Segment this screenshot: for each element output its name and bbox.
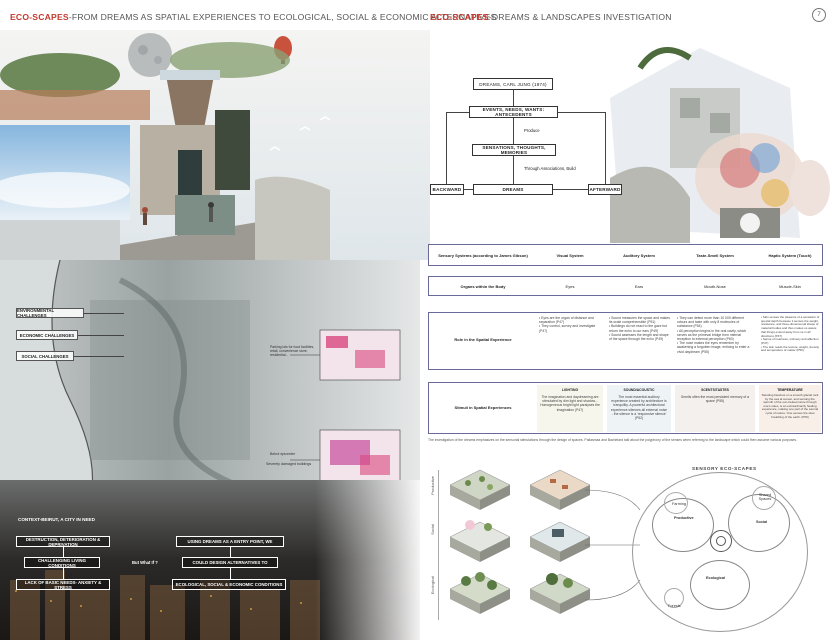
table-footnote: The investigation of the dreams emphasiz… [428,438,798,442]
circle-farming [664,492,688,514]
left-page-title: ECO-SCAPES-FROM DREAMS AS SPATIAL EXPERI… [10,12,497,22]
outer-circle [632,472,808,632]
table-row-roles: Role in the Spatial Experience • Eyes ar… [428,312,823,370]
answer-ecological: ECOLOGICAL, SOCIAL & ECONOMIC CONDITIONS [172,579,286,590]
context-heading: CONTEXT-BEIRUT, A CITY IN NEED [18,517,95,522]
diagram-produce: Produce [524,128,540,133]
beirut-map [0,260,420,500]
problem-destruction: DESTRUCTION, DETERIORATION & DEPRIVATION [16,536,110,547]
page-number-badge: 7 [812,8,826,22]
map-label-damaged: Severely damaged buildings [266,462,312,466]
dreamscape-collage [610,47,830,243]
diagram-sensations: SENSATIONS, THOUGHTS, MEMORIES [472,144,556,156]
diagram-afterward: AFTERWARD [588,184,622,195]
map-label-parking: Parking lots for food facilities, retail… [270,345,315,357]
city-photo [0,480,420,640]
label-ecological: Ecological [706,576,725,580]
answer-design-alternatives: COULD DESIGN ALTERNATIVES TO [182,557,278,568]
diagram-through: Through Associations, Build [524,166,576,171]
but-what-if: But What If ? [132,560,158,565]
diagram-backward: BACKWARD [430,184,464,195]
challenge-environmental: ENVIRONMENTAL CHALLENGES [16,308,84,318]
dream-collage [0,30,430,260]
label-farming: Farming [672,502,686,506]
mode-ecological: Ecological [430,576,435,595]
mode-productive: Productive [430,476,435,495]
diagram-source: DREAMS, CARL JUNG (1974) [473,78,553,90]
circle-forests [664,588,684,608]
challenge-social: SOCIAL CHALLENGES [16,351,74,361]
connector-lines [585,489,641,601]
axonometric-scenes [449,469,591,614]
right-page-title: ECO-SCAPES-DREAMS & LANDSCAPES INVESTIGA… [430,12,672,22]
problem-living-conditions: CHALLENGING LIVING CONDITIONS [24,557,100,568]
table-row-systems: Sensory Systems (according to James Gibs… [428,244,823,266]
sensory-ecoscapes-title: SENSORY ECO-SCAPES [692,466,757,471]
map-label-epicenter: Beirut epicenter [270,452,296,456]
answer-dreams-entry: USING DREAMS AS A ENTRY POINT, WE [176,536,284,547]
mode-social: Social [430,524,435,535]
challenge-economic: ECONOMIC CHALLENGES [16,330,78,340]
circle-ecological [690,560,750,610]
label-social: Social [756,520,768,524]
diagram-dreams: DREAMS [473,184,553,195]
problem-basic-needs: LACK OF BASIC NEEDS- ANXIETY & STRESS [16,579,110,590]
table-row-stimuli: Stimuli in Spatial Experiences LIGHTING … [428,382,823,434]
circle-center [710,530,732,552]
table-row-organs: Organs within the Body Eyes Ears Mouth-N… [428,276,823,296]
label-forests: Forests [668,604,681,608]
diagram-events: EVENTS, NEEDS, WANTS: ANTECEDENTS [469,106,558,118]
label-shared-spaces: Shared Spaces [758,493,772,501]
label-productive: Productive [674,516,694,520]
circle-shared [752,486,776,510]
circle-core [716,536,726,546]
